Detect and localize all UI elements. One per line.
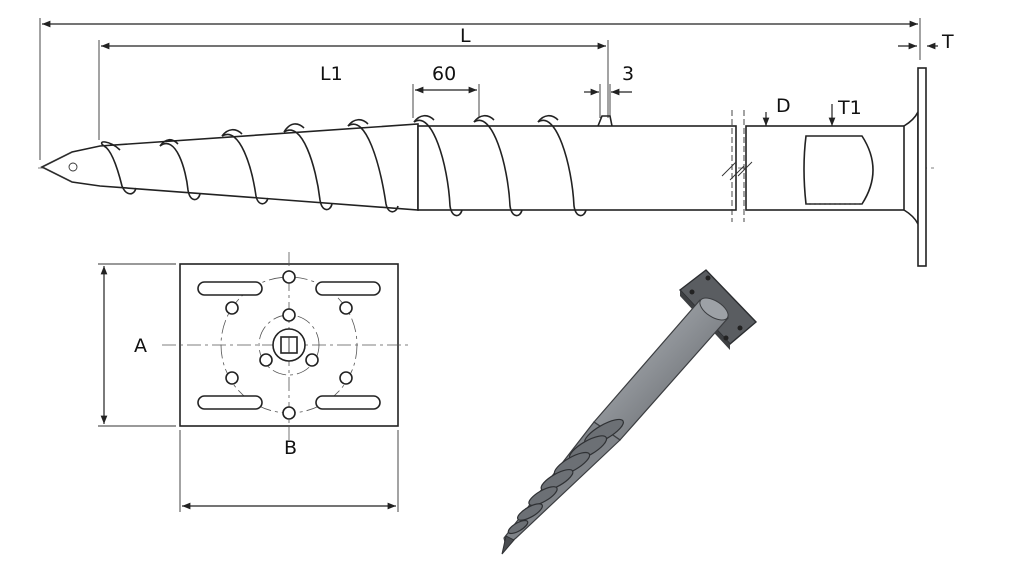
dimension-pitch: 60 xyxy=(412,63,480,118)
ground-screw-3d-render xyxy=(501,269,758,555)
label-L: L xyxy=(460,25,471,47)
label-L1: L1 xyxy=(320,63,343,85)
dimension-L: L xyxy=(39,18,921,160)
label-pitch: 60 xyxy=(432,63,456,85)
label-T1: T1 xyxy=(837,97,862,119)
label-thread: 3 xyxy=(622,63,634,85)
label-D: D xyxy=(776,95,791,117)
dimension-T: T xyxy=(898,31,954,53)
flange-plate-top-view: A B xyxy=(98,252,412,512)
label-T: T xyxy=(941,31,954,53)
bolt-holes xyxy=(225,270,353,420)
label-B: B xyxy=(284,437,297,459)
dimension-thread-thickness: 3 xyxy=(584,63,634,118)
dimension-L1: L1 xyxy=(98,40,609,140)
label-A: A xyxy=(134,335,147,357)
screw-side-view xyxy=(38,67,935,267)
helix-flights xyxy=(100,114,613,217)
render-helix xyxy=(507,418,624,535)
